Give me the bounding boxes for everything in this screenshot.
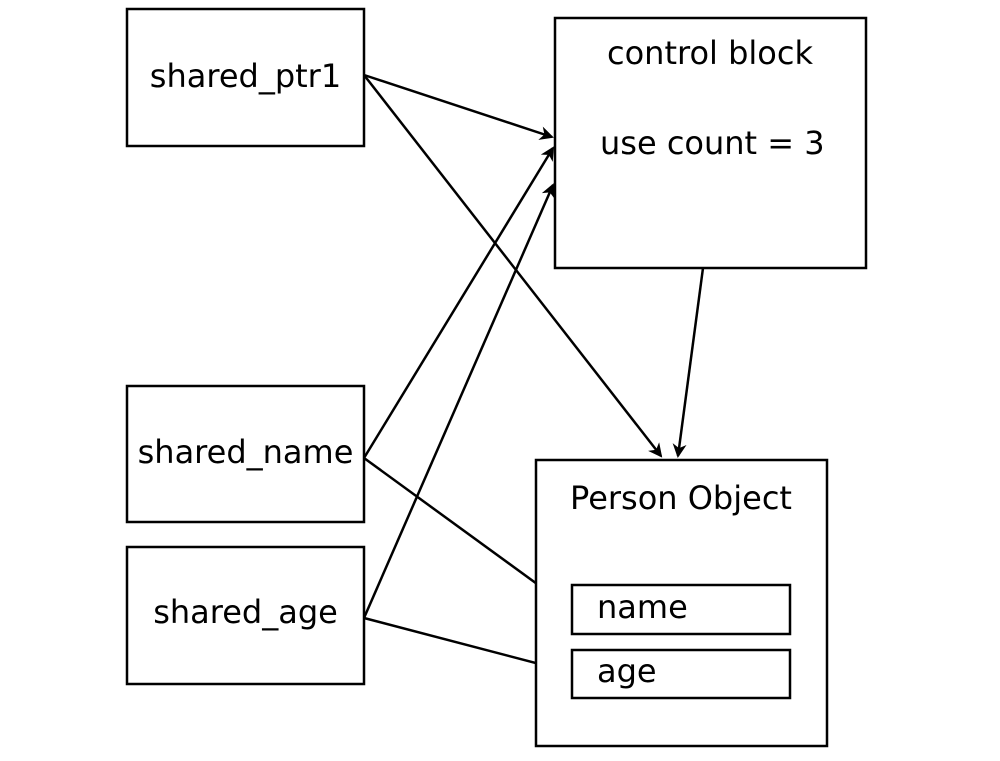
shared-ptr1-node: shared_ptr1: [125, 7, 366, 148]
shared-age-node: shared_age: [125, 545, 366, 686]
name-field-label: name: [597, 588, 688, 626]
arrow-shared-ptr1-to-person-object: [363, 74, 663, 458]
control-block-title: control block: [607, 34, 813, 72]
shared-ptr1-box: [125, 7, 366, 148]
control-block-node: control block use count = 3: [553, 16, 868, 270]
shared-name-node: shared_name: [125, 384, 366, 524]
person-object-node: Person Object name age: [534, 458, 829, 748]
age-field-label: age: [597, 652, 657, 690]
shared-ptr1-label: shared_ptr1: [150, 57, 341, 95]
shared-name-label: shared_name: [138, 433, 354, 471]
edges-group: [362, 73, 705, 676]
arrow-shared-ptr1-to-control-block: [363, 73, 554, 140]
arrow-shared-age-to-control-block: [362, 183, 555, 619]
person-object-title: Person Object: [570, 479, 792, 517]
use-count-label: use count = 3: [600, 124, 825, 162]
name-field-box: [570, 583, 792, 636]
shared-name-box: [125, 384, 366, 524]
arrow-shared-name-to-control-block: [362, 146, 555, 459]
arrow-control-block-to-person-object: [672, 267, 705, 458]
shared-age-label: shared_age: [153, 593, 338, 631]
control-block-box: [553, 16, 868, 270]
age-field-box: [570, 648, 792, 700]
shared-age-box: [125, 545, 366, 686]
